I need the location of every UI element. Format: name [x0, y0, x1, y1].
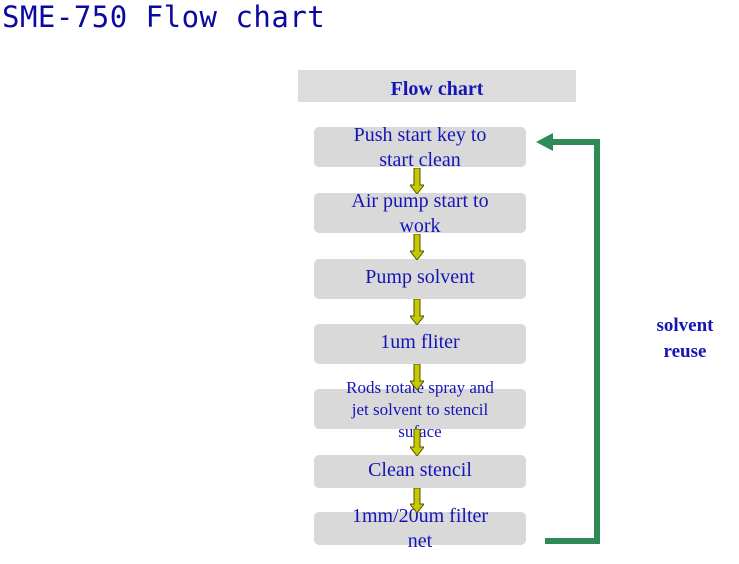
flow-chart-header-label: Flow chart [390, 77, 484, 100]
down-arrow-icon [410, 234, 424, 260]
step-label: Pump solvent [365, 266, 475, 288]
step-label: Rods rotate spray and [346, 378, 494, 397]
loop-label-line2: reuse [663, 341, 707, 362]
down-arrow-icon [410, 429, 424, 456]
step-label: work [399, 215, 441, 237]
step-label: 1mm/20um filter [351, 505, 489, 527]
step-label: Air pump start to [351, 190, 489, 212]
step-label: net [407, 530, 433, 552]
down-arrow-icon [410, 299, 424, 325]
step-box-rods-rotate: Rods rotate spray and jet solvent to ste… [314, 378, 526, 441]
step-box-filter-net: 1mm/20um filter net [314, 505, 526, 552]
step-label: Push start key to [353, 124, 487, 146]
down-arrow-icon [410, 168, 424, 194]
step-label: jet solvent to stencil [351, 400, 489, 419]
step-box-push-start: Push start key to start clean [314, 124, 526, 171]
step-box-clean-stencil: Clean stencil [314, 455, 526, 488]
down-arrow-icon [410, 364, 424, 390]
step-box-pump-solvent: Pump solvent [314, 259, 526, 299]
step-box-filter: 1um fliter [314, 324, 526, 364]
page-title: SME-750 Flow chart [2, 0, 326, 34]
step-box-air-pump: Air pump start to work [314, 190, 526, 237]
step-label: start clean [379, 149, 461, 171]
loop-label-line1: solvent [656, 315, 714, 336]
step-label: Clean stencil [368, 459, 472, 481]
down-arrow-icon [410, 488, 424, 513]
flow-chart-header: Flow chart [298, 70, 576, 102]
step-label: 1um fliter [380, 331, 460, 353]
